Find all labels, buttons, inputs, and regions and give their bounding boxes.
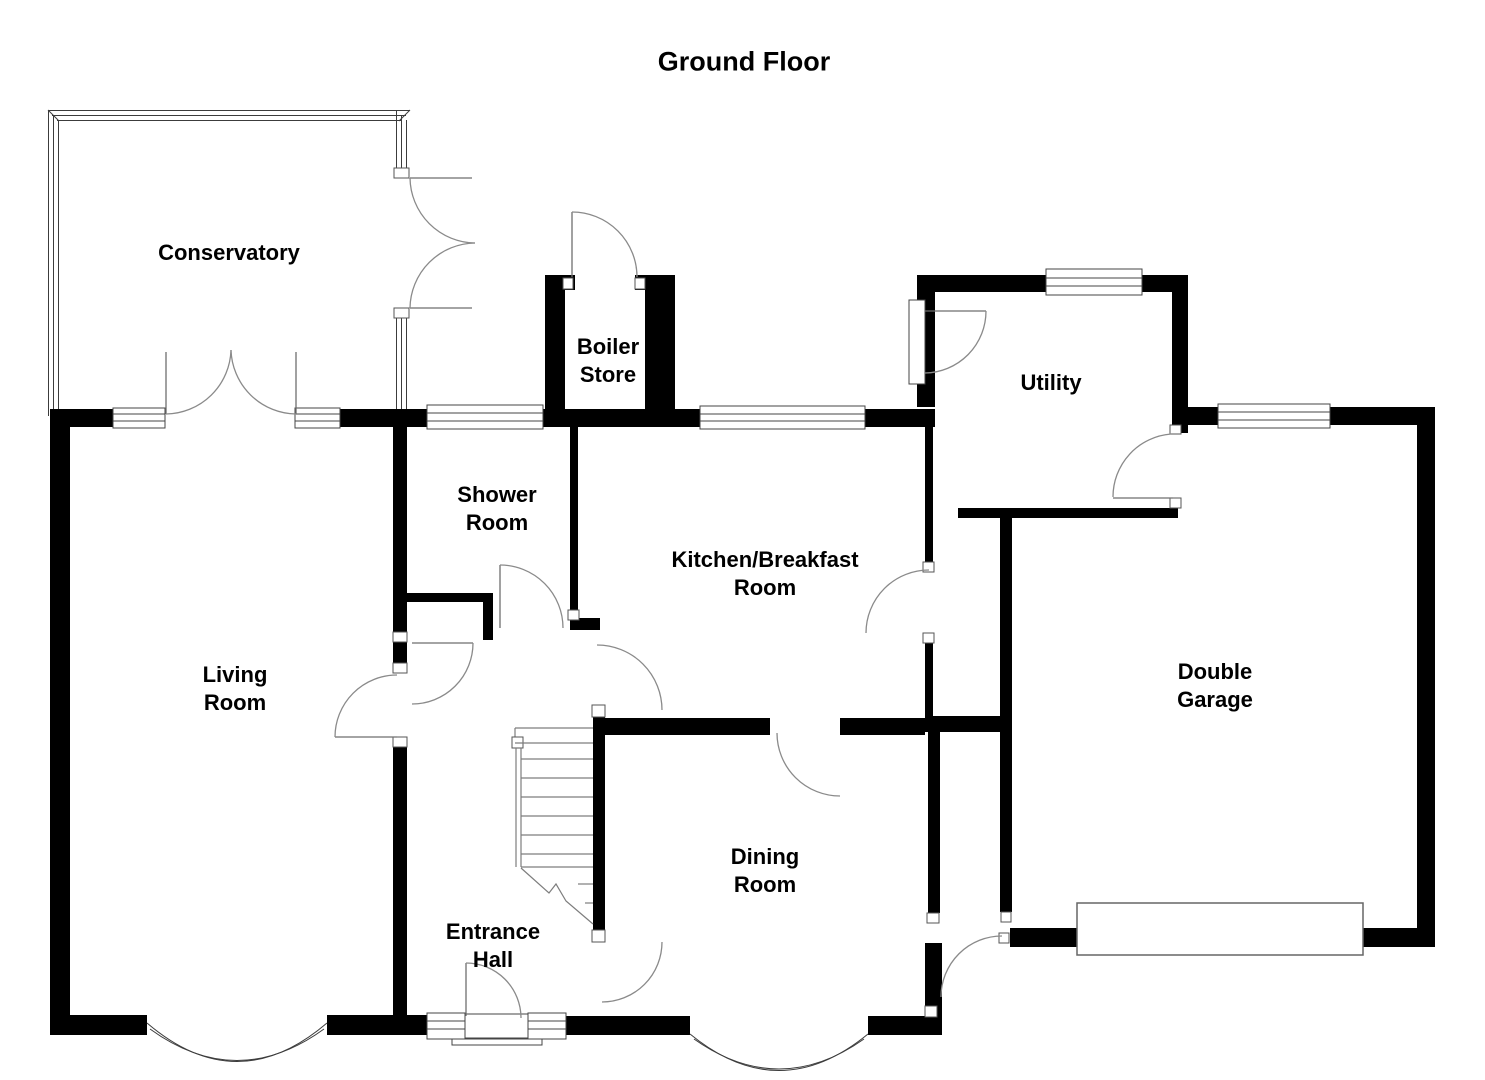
french-doors-living (165, 349, 297, 415)
utility-back-door (924, 310, 987, 374)
kitchen-lobby-door (865, 569, 930, 634)
dining-door (601, 941, 663, 1003)
doors (165, 177, 1173, 1019)
passage-door (940, 935, 1003, 998)
bay-window-dining (689, 1033, 869, 1071)
page-title: Ground Floor (657, 46, 831, 77)
kitchen-dining-door (776, 732, 841, 797)
room-label-double-garage: Double Garage (1177, 659, 1253, 712)
french-doors-conservatory (409, 177, 476, 309)
window-kitchen (699, 405, 866, 430)
window-living-left (112, 407, 166, 429)
windows (112, 268, 1331, 1046)
front-door-threshold (451, 1038, 543, 1046)
window-shower (426, 404, 544, 430)
staircase (511, 727, 594, 925)
front-door (465, 962, 522, 1019)
room-label-conservatory: Conservatory (158, 240, 300, 265)
door-jambs (392, 277, 1182, 1018)
utility-garage-door (1112, 433, 1173, 499)
room-label-dining-room: Dining Room (730, 844, 800, 897)
boiler-store-door (571, 211, 638, 278)
garage-door (1076, 902, 1364, 956)
door-jamb (393, 307, 410, 319)
utility-back-door-frame (908, 299, 926, 385)
bay-window-living (146, 1022, 328, 1062)
window-living-right (294, 407, 341, 429)
room-label-utility: Utility (1020, 370, 1082, 395)
conservatory-glazing (47, 109, 411, 416)
kitchen-door (596, 644, 663, 711)
living-room-door (334, 674, 398, 738)
shower-room-door (411, 642, 474, 705)
sidelight-right (527, 1012, 567, 1040)
room-label-shower-room: Shower Room (457, 482, 537, 535)
room-label-living-room: Living Room (202, 662, 268, 715)
room-label-kitchen: Kitchen/Breakfast Room (671, 547, 859, 600)
front-door-opening (462, 1013, 531, 1039)
inner-hall-door (499, 564, 564, 629)
sidelight-left (426, 1012, 466, 1040)
room-label-entrance-hall: Entrance Hall (445, 919, 541, 972)
window-utility (1045, 268, 1143, 296)
room-label-boiler-store: Boiler Store (576, 334, 640, 387)
door-jamb (393, 167, 410, 179)
window-garage (1217, 403, 1331, 429)
